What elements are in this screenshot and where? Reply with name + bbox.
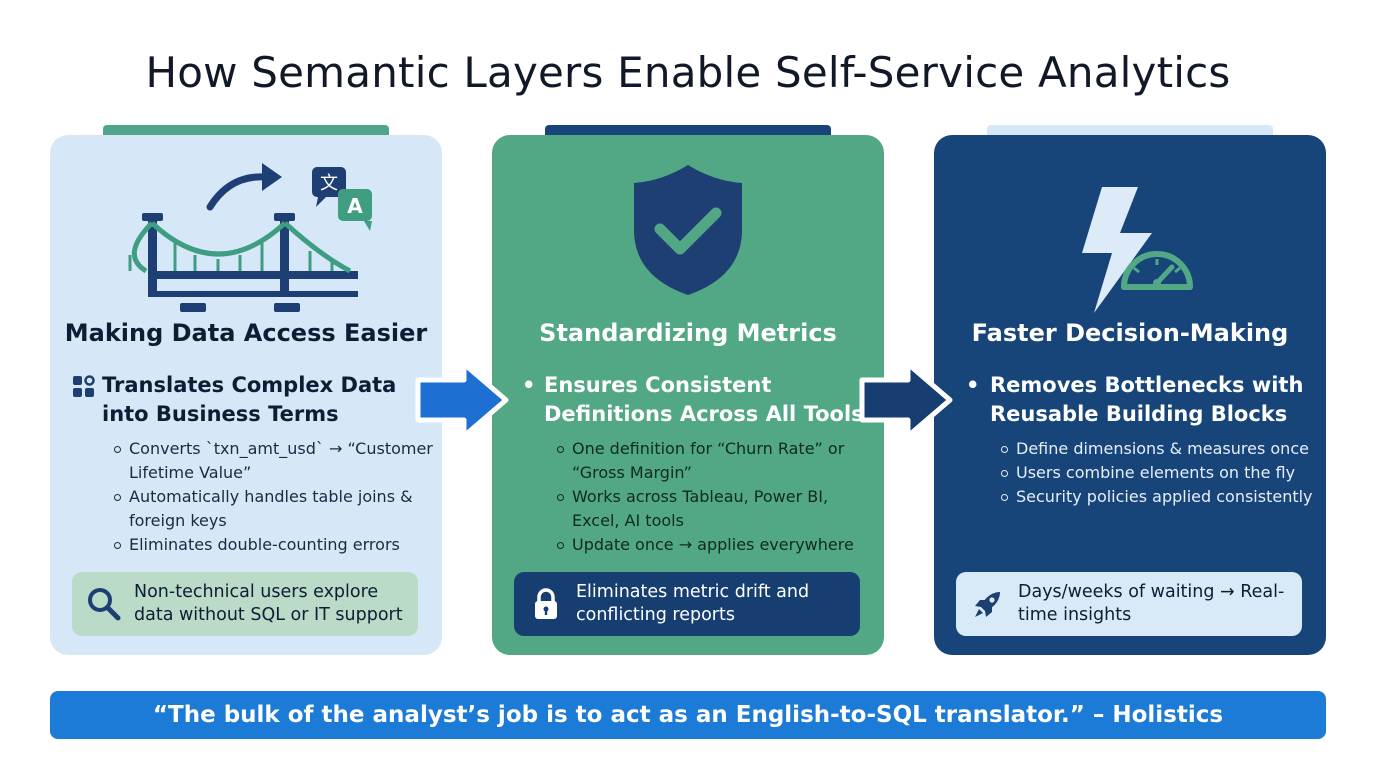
callout-text: Days/weeks of waiting → Real-time insigh… <box>1018 582 1285 625</box>
card-callout: Days/weeks of waiting → Real-time insigh… <box>956 572 1302 636</box>
callout-text: Non-technical users explore data without… <box>134 582 403 625</box>
list-item: Works across Tableau, Power BI, Excel, A… <box>557 485 878 533</box>
page-title: How Semantic Layers Enable Self-Service … <box>145 48 1231 97</box>
card-lead: Translates Complex Data into Business Te… <box>72 371 432 429</box>
card-data-access: 文 A Making Data Access Easier Translates… <box>50 135 442 655</box>
card-lead-text: Translates Complex Data into Business Te… <box>102 373 397 426</box>
list-item: Security policies applied consistently <box>1001 485 1316 509</box>
svg-text:A: A <box>347 194 363 218</box>
arrow-right-icon <box>415 361 509 439</box>
card-callout: Non-technical users explore data without… <box>72 572 418 636</box>
card-callout: Eliminates metric drift and conflicting … <box>514 572 860 636</box>
list-item: Users combine elements on the fly <box>1001 461 1316 485</box>
list-item: Define dimensions & measures once <box>1001 437 1316 461</box>
list-item: Update once → applies everywhere <box>557 533 878 557</box>
rocket-icon <box>970 586 1006 622</box>
card-standardizing-metrics: Standardizing Metrics • Ensures Consiste… <box>492 135 884 655</box>
quote-banner: “The bulk of the analyst’s job is to act… <box>50 691 1326 739</box>
list-item: Eliminates double-counting errors <box>114 533 435 557</box>
lightning-gauge-icon <box>934 155 1326 315</box>
card-lead-text: Ensures Consistent Definitions Across Al… <box>544 373 864 426</box>
list-item: Automatically handles table joins & fore… <box>114 485 435 533</box>
search-icon <box>86 586 122 622</box>
card-lead-text: Removes Bottlenecks with Reusable Buildi… <box>990 373 1304 426</box>
shield-check-icon <box>492 155 884 315</box>
card-bullets: Converts `txn_amt_usd` → “Customer Lifet… <box>114 437 435 557</box>
bullet-marker: • <box>522 373 536 397</box>
quote-text: “The bulk of the analyst’s job is to act… <box>152 702 1224 728</box>
bridge-translate-icon: 文 A <box>50 155 442 315</box>
card-bullets: Define dimensions & measures once Users … <box>1001 437 1316 509</box>
svg-text:文: 文 <box>320 173 338 194</box>
bullet-marker: • <box>966 373 980 397</box>
callout-text: Eliminates metric drift and conflicting … <box>576 582 810 625</box>
card-lead: • Removes Bottlenecks with Reusable Buil… <box>966 371 1326 429</box>
grid-icon <box>72 371 102 407</box>
list-item: One definition for “Churn Rate” or “Gros… <box>557 437 878 485</box>
card-faster-decisions: Faster Decision-Making • Removes Bottlen… <box>934 135 1326 655</box>
list-item: Converts `txn_amt_usd` → “Customer Lifet… <box>114 437 435 485</box>
card-bullets: One definition for “Churn Rate” or “Gros… <box>557 437 878 557</box>
card-title: Standardizing Metrics <box>539 319 837 347</box>
arrow-right-icon <box>859 361 953 439</box>
card-title: Making Data Access Easier <box>64 319 428 347</box>
card-lead: • Ensures Consistent Definitions Across … <box>522 371 882 429</box>
card-title: Faster Decision-Making <box>971 319 1289 347</box>
lock-icon <box>528 586 564 622</box>
